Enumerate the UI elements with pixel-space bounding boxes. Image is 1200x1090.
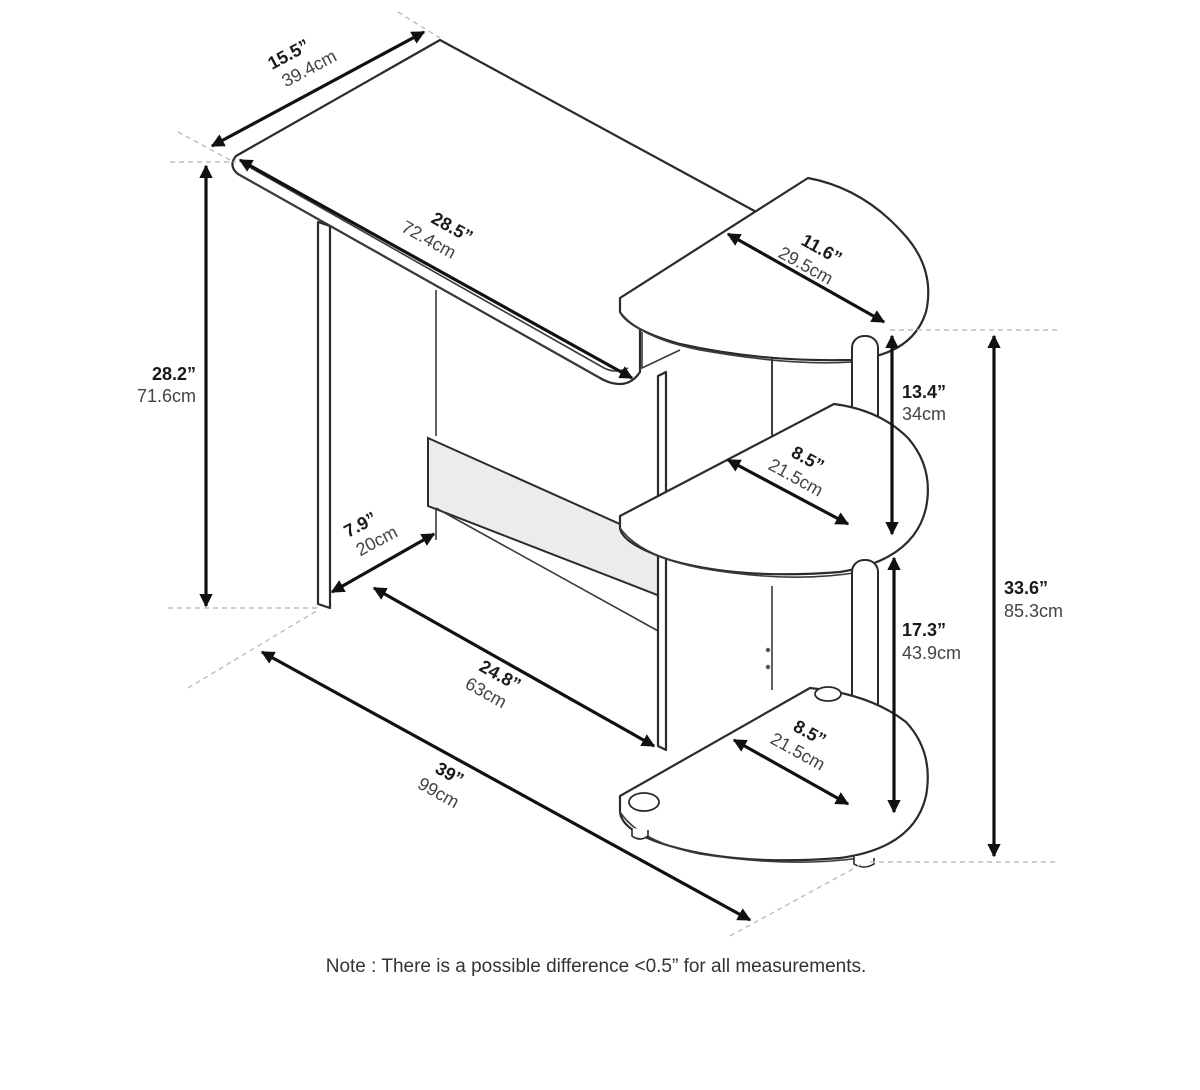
label-lower-gap-inch: 17.3” [902,620,946,640]
arrow-middle-shelf-depth [726,458,850,526]
label-total-height-inch: 33.6” [1004,578,1048,598]
label-upper-gap: 13.4” 34cm [902,382,946,424]
arrow-total-width [260,650,752,922]
label-lower-gap: 17.3” 43.9cm [902,620,961,663]
desk-drawing [231,38,930,868]
label-desk-height-cm: 71.6cm [137,386,196,406]
label-upper-gap-inch: 13.4” [902,382,946,402]
arrow-bottom-shelf-depth [732,738,850,806]
label-desk-height: 28.2” 71.6cm [137,364,196,406]
arrow-top-depth [210,30,426,148]
dimension-arrows [199,30,1001,922]
guide-lines [168,11,1058,937]
arrow-top-shelf-depth [726,232,886,324]
arrow-top-width [238,158,634,380]
label-lower-gap-cm: 43.9cm [902,643,961,663]
arrow-inner-width [372,586,656,748]
label-total-height: 33.6” 85.3cm [1004,578,1063,621]
label-upper-gap-cm: 34cm [902,404,946,424]
label-inner-width: 24.8” 63cm [462,656,524,712]
label-leg-depth: 7.9” 20cm [340,508,400,560]
label-total-height-cm: 85.3cm [1004,601,1063,621]
label-desk-height-inch: 28.2” [152,364,196,384]
measurement-note: Note : There is a possible difference <0… [326,956,867,977]
arrow-leg-depth [330,532,436,594]
